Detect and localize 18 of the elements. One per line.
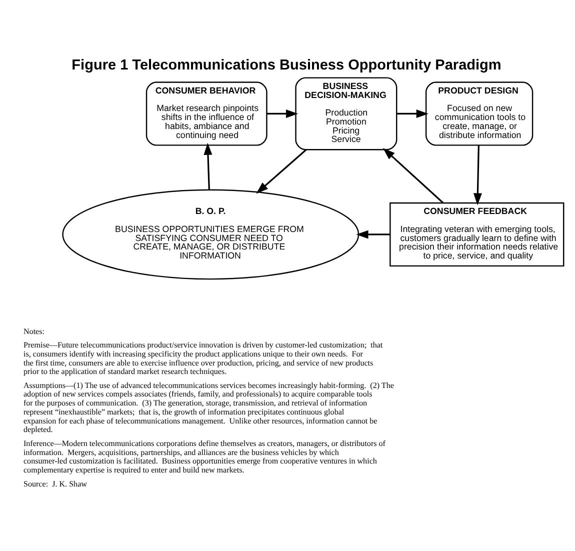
label: Source: J. K. Shaw [23, 478, 87, 488]
label: Premise—Future telecommunications product/service innovation is driven by customer-led customization; that is, consumers identify with increasing specificity the product applications unique to their own needs. For the first time, consumers are able to exercise influence over production, pricing, and service of new products prior to the application of standard market research techniques. [23, 340, 383, 376]
arrow [204, 142, 212, 190]
label: Inference—Modern telecommunications corporations define themselves as creators, managers, or distributors of information. Mergers, acquisitions, partnerships, and alliances are the business vehicles by which consumer-led customization is facilitated. Business opportunities emerge from cooperative ventures in which complementary expertise is required to enter and build new markets. [23, 438, 386, 474]
node-box: CONSUMER FEEDBACK Integrating veteran with emerging tools, customers gradually learn to define with precision their information needs relative to price, service, and quality [390, 202, 564, 266]
arrow [256, 148, 307, 194]
label: Assumptions—(1) The use of advanced telecommunications services becomes increasingly habit-forming. (2) The adoption of new services compels associates (friends, family, and professionals) to acquire comparable tools for the purposes of communication. (3) The generation, storage, transmission, and retrieval of information represent “inexhaustible” markets; that is, the growth of information precipitates continuous global expansion for each phase of telecommunications management. Unlike other resources, information cannot be depleted. [23, 380, 394, 434]
node-box: PRODUCT DESIGN Focused on new communication tools to create, manage, or distribute information [425, 81, 534, 146]
arrow [266, 108, 298, 118]
arrow [356, 230, 390, 238]
arrow [473, 144, 482, 205]
arrow [382, 147, 444, 203]
node-box: CONSUMER BEHAVIOR Market research pinpoints shifts in the influence of habits, ambiance and continuing need [146, 81, 268, 146]
label: Notes: [23, 326, 45, 336]
node-box: BUSINESS DECISION-MAKING Production Promotion Pricing Service [295, 76, 398, 150]
diagram-title: Figure 1 Telecommunications Business Opportunity Paradigm [72, 56, 502, 73]
arrow [396, 108, 428, 118]
node-ellipse: B. O. P. BUSINESS OPPORTUNITIES EMERGE FROM SATISFYING CONSUMER NEED TO CREATE, MANAGE, OR DISTRIBUTE INFORMATION [62, 188, 360, 280]
